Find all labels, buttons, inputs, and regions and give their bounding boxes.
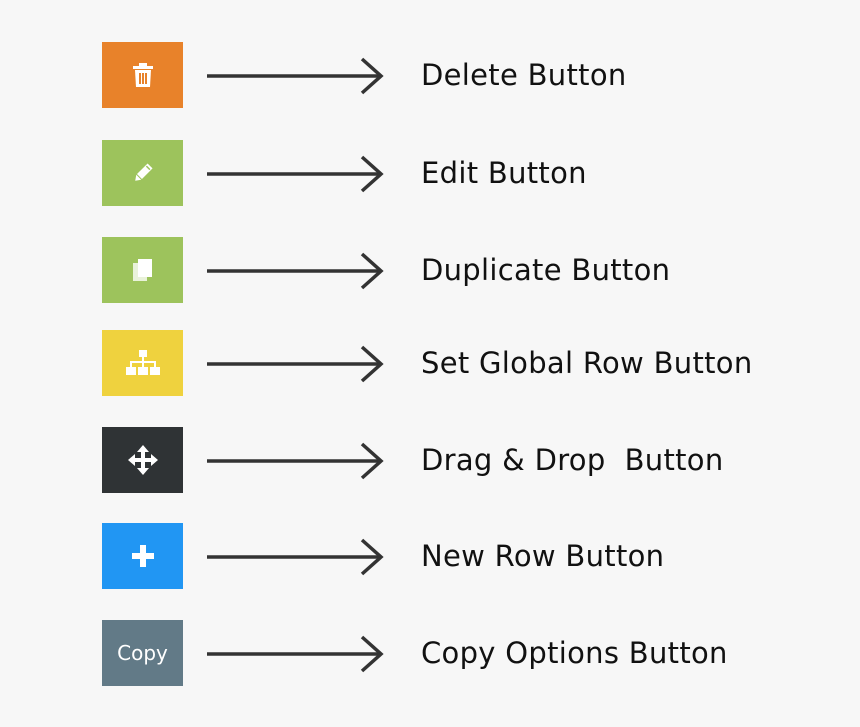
legend-label: Edit Button	[421, 156, 587, 190]
legend-row-drag-drop: Drag & Drop Button	[0, 427, 860, 495]
arrow-icon	[207, 635, 384, 673]
arrow-icon	[207, 345, 384, 383]
copy-button-text: Copy	[117, 641, 168, 665]
edit-button[interactable]	[102, 140, 183, 206]
delete-button[interactable]	[102, 42, 183, 108]
copy-options-button[interactable]: Copy	[102, 620, 183, 686]
legend-row-edit: Edit Button	[0, 140, 860, 208]
duplicate-button[interactable]	[102, 237, 183, 303]
arrow-icon	[207, 538, 384, 576]
pencil-icon	[134, 163, 153, 181]
legend-row-new-row: New Row Button	[0, 523, 860, 591]
sitemap-icon	[125, 350, 160, 375]
legend-label: Delete Button	[421, 58, 627, 92]
legend-row-copy-options: Copy Copy Options Button	[0, 620, 860, 688]
legend-label: Set Global Row Button	[421, 346, 753, 380]
legend-label: New Row Button	[421, 539, 665, 573]
arrow-icon	[207, 155, 384, 193]
duplicate-icon	[132, 259, 152, 281]
legend-label: Drag & Drop Button	[421, 443, 724, 477]
set-global-row-button[interactable]	[102, 330, 183, 396]
new-row-button[interactable]	[102, 523, 183, 589]
legend-label: Copy Options Button	[421, 636, 728, 670]
legend-label: Duplicate Button	[421, 253, 671, 287]
trash-icon	[132, 63, 153, 87]
plus-icon	[131, 545, 154, 567]
drag-drop-button[interactable]	[102, 427, 183, 493]
move-arrows-icon	[127, 445, 158, 475]
arrow-icon	[207, 57, 384, 95]
legend-row-delete: Delete Button	[0, 42, 860, 110]
arrow-icon	[207, 442, 384, 480]
arrow-icon	[207, 252, 384, 290]
legend-row-set-global: Set Global Row Button	[0, 330, 860, 398]
legend-row-duplicate: Duplicate Button	[0, 237, 860, 305]
